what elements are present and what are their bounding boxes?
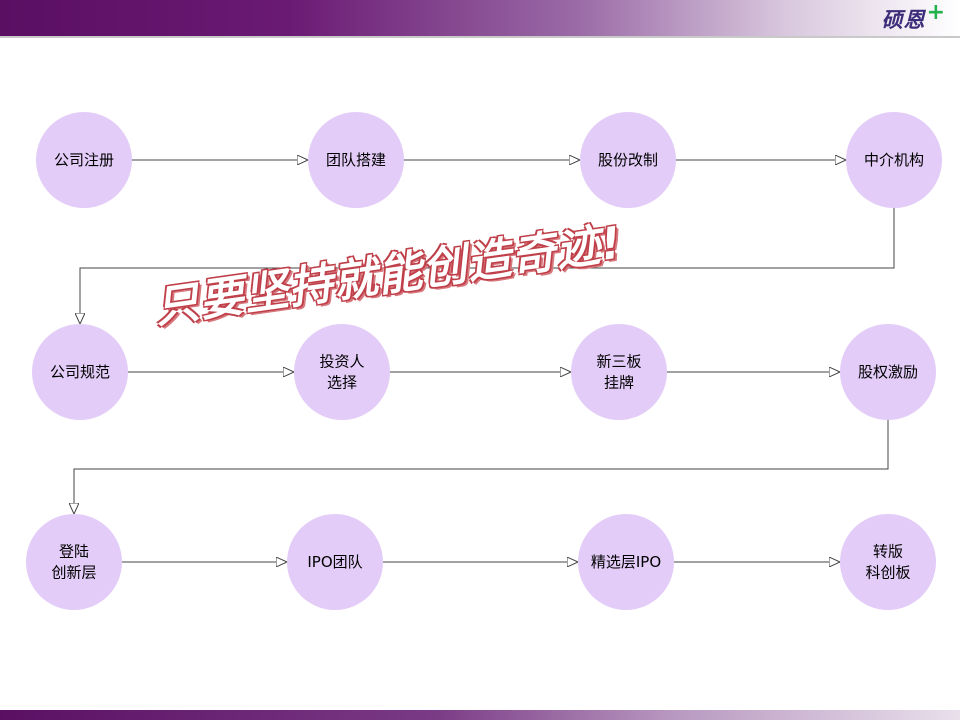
node-label: 公司规范 xyxy=(50,363,110,381)
node-label: 投资人 xyxy=(319,353,364,371)
node-circle xyxy=(294,324,390,420)
process-node: 精选层IPO xyxy=(578,514,674,610)
process-node: 股权激励 xyxy=(840,324,936,420)
node-circle xyxy=(308,112,404,208)
node-circle xyxy=(36,112,132,208)
process-node: 团队搭建 xyxy=(308,112,404,208)
node-label: 创新层 xyxy=(51,564,96,582)
process-node: IPO团队 xyxy=(287,514,383,610)
node-circle xyxy=(840,514,936,610)
node-label: 股权激励 xyxy=(858,363,918,381)
process-node: 中介机构 xyxy=(846,112,942,208)
node-circle xyxy=(840,324,936,420)
logo-text: 硕恩 xyxy=(881,8,926,32)
brand-logo: 硕恩+ xyxy=(881,0,946,34)
node-label: 科创板 xyxy=(865,564,910,582)
node-label: 中介机构 xyxy=(864,151,924,169)
process-node: 公司注册 xyxy=(36,112,132,208)
header-divider xyxy=(0,36,960,38)
node-label: 转版 xyxy=(873,543,903,561)
connectors xyxy=(74,160,895,562)
node-label: 团队搭建 xyxy=(326,151,386,169)
node-label: 精选层IPO xyxy=(591,553,661,571)
node-circle xyxy=(580,112,676,208)
node-label: 股份改制 xyxy=(598,151,658,169)
header-bar xyxy=(0,0,960,36)
footer-bar xyxy=(0,710,960,720)
node-circle xyxy=(26,514,122,610)
node-label: 新三板 xyxy=(596,353,641,371)
node-label: IPO团队 xyxy=(307,553,362,571)
node-label: 登陆 xyxy=(59,543,89,561)
node-circle xyxy=(571,324,667,420)
row-connector xyxy=(80,208,895,324)
node-circle xyxy=(32,324,128,420)
node-circle xyxy=(578,514,674,610)
node-circle xyxy=(287,514,383,610)
node-label: 选择 xyxy=(327,374,357,392)
logo-plus-icon: + xyxy=(926,0,946,25)
row-connector xyxy=(74,420,889,514)
process-node: 股份改制 xyxy=(580,112,676,208)
node-label: 挂牌 xyxy=(604,374,634,392)
process-node: 公司规范 xyxy=(32,324,128,420)
node-circle xyxy=(846,112,942,208)
node-label: 公司注册 xyxy=(54,151,114,169)
